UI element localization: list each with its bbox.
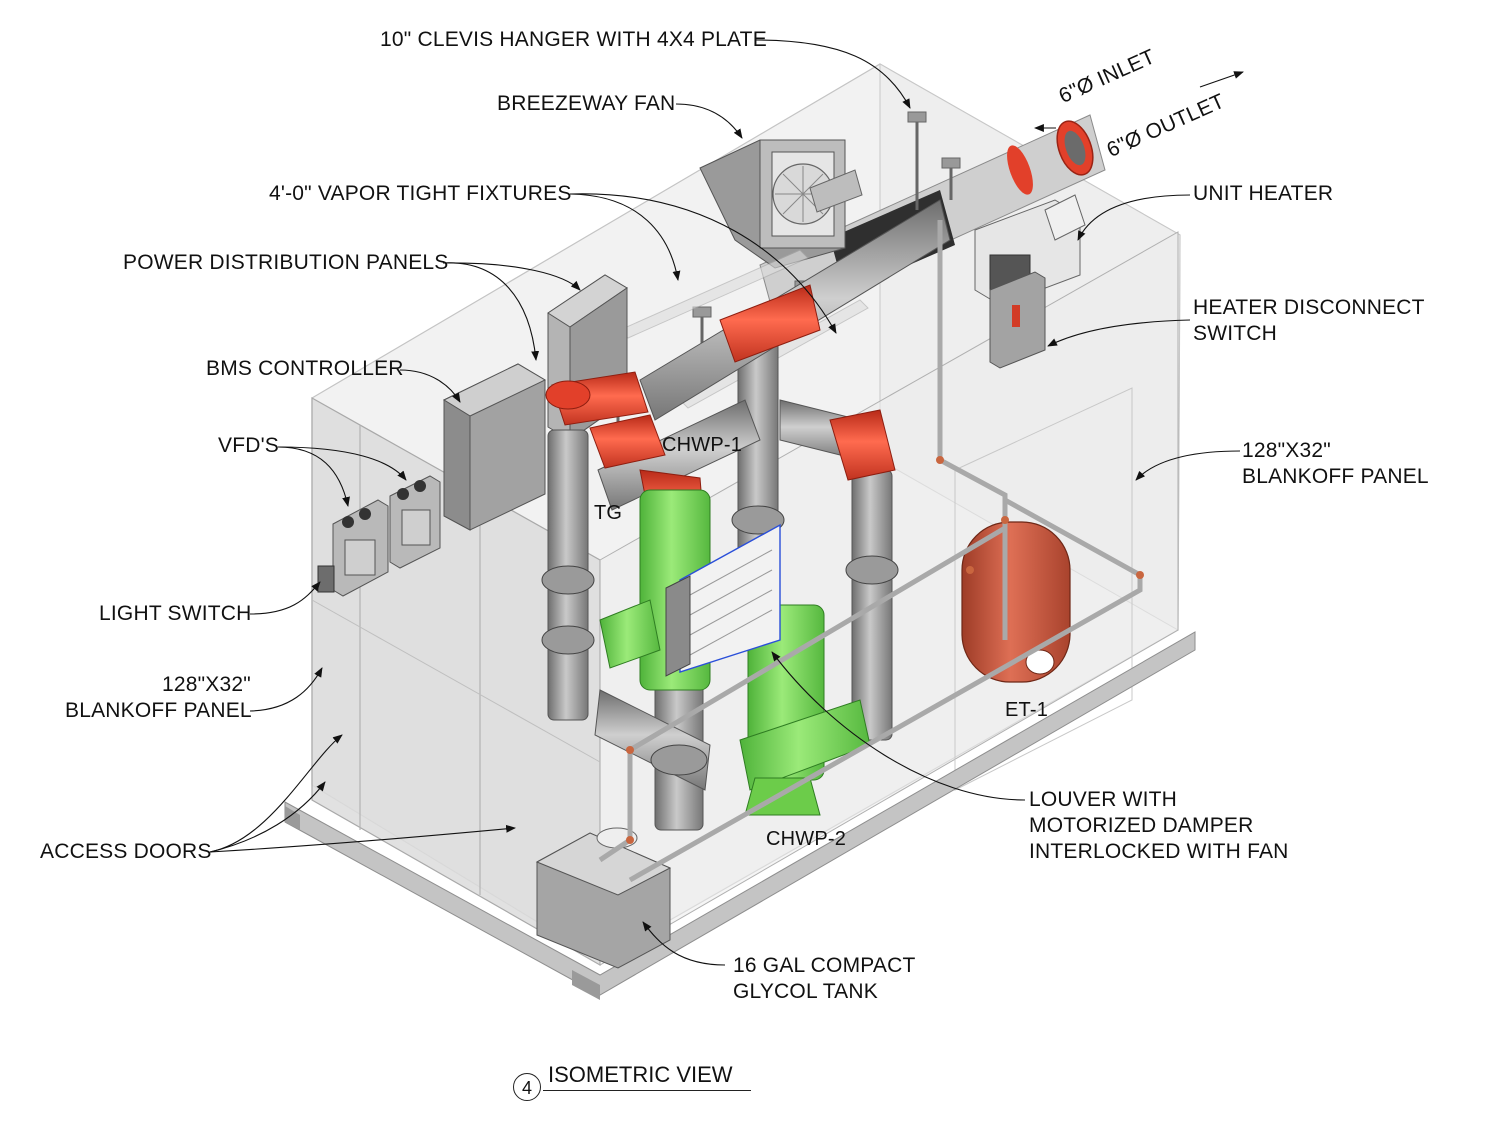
label-et-1: ET-1 xyxy=(1005,699,1049,721)
glycol-tank xyxy=(535,827,672,969)
leader-access-doors-2 xyxy=(209,734,343,853)
leader-vfds-2 xyxy=(277,446,407,481)
label-louver-2: MOTORIZED DAMPER xyxy=(1029,814,1254,837)
label-heater-disconnect-2: SWITCH xyxy=(1193,322,1278,345)
leader-lines xyxy=(209,39,1244,966)
breezeway-fan xyxy=(699,139,863,269)
view-number-bubble: 4 xyxy=(513,1073,541,1101)
leader-power-panels-2 xyxy=(442,262,581,291)
label-vfds: VFD'S xyxy=(218,434,280,457)
label-glycol-tank-1: 16 GAL COMPACT xyxy=(733,954,916,977)
label-glycol-tank-2: GLYCOL TANK xyxy=(733,980,878,1003)
leader-clevis-hanger xyxy=(754,39,911,109)
label-unit-heater: UNIT HEATER xyxy=(1193,182,1334,205)
label-blankoff-left-2: BLANKOFF PANEL xyxy=(65,699,252,722)
leader-louver xyxy=(771,651,1026,801)
leader-heater-disconnect xyxy=(1047,319,1191,347)
small-piping-joints xyxy=(626,456,1144,844)
leader-access-doors-3 xyxy=(209,824,516,853)
label-blankoff-left-1: 128"X32" xyxy=(162,673,251,696)
bms-controller xyxy=(442,363,547,531)
leader-outlet xyxy=(1199,71,1244,88)
label-power-panels: POWER DISTRIBUTION PANELS xyxy=(123,251,449,274)
leader-vapor-fixtures-1 xyxy=(569,193,681,281)
leader-glycol-tank xyxy=(642,921,726,966)
label-chwp-2: CHWP-2 xyxy=(766,828,847,850)
leader-power-panels-1 xyxy=(442,262,540,361)
view-title: ISOMETRIC VIEW xyxy=(548,1062,733,1087)
leader-unit-heater xyxy=(1077,194,1191,241)
label-louver-3: INTERLOCKED WITH FAN xyxy=(1029,840,1289,863)
heater-disconnect-switch xyxy=(989,271,1046,369)
label-heater-disconnect-1: HEATER DISCONNECT xyxy=(1193,296,1425,319)
title-underline xyxy=(543,1090,751,1091)
label-blankoff-right-2: BLANKOFF PANEL xyxy=(1242,465,1429,488)
label-access-doors: ACCESS DOORS xyxy=(40,840,212,863)
vfd-units xyxy=(317,475,441,597)
label-tg: TG xyxy=(594,502,623,524)
label-louver-1: LOUVER WITH xyxy=(1029,788,1178,811)
label-light-switch: LIGHT SWITCH xyxy=(99,602,252,625)
leader-blankoff-right xyxy=(1135,450,1241,481)
leader-vfds-1 xyxy=(277,446,350,507)
label-vapor-fixtures: 4'-0" VAPOR TIGHT FIXTURES xyxy=(269,182,572,205)
louver-motorized-damper xyxy=(665,523,781,677)
leader-light-switch xyxy=(249,581,321,615)
label-bms-controller: BMS CONTROLLER xyxy=(206,357,404,380)
label-clevis-hanger: 10" CLEVIS HANGER WITH 4X4 PLATE xyxy=(380,28,767,51)
label-breezeway-fan: BREEZEWAY FAN xyxy=(497,92,676,115)
leader-breezeway-fan xyxy=(675,103,743,139)
expansion-tank xyxy=(961,521,1071,683)
label-chwp-1: CHWP-1 xyxy=(662,434,743,456)
leader-vapor-fixtures-2 xyxy=(569,193,837,334)
leader-bms-controller xyxy=(399,369,461,403)
label-blankoff-right-1: 128"X32" xyxy=(1242,439,1331,462)
small-piping xyxy=(598,220,1143,883)
leader-blankoff-left xyxy=(249,667,323,712)
